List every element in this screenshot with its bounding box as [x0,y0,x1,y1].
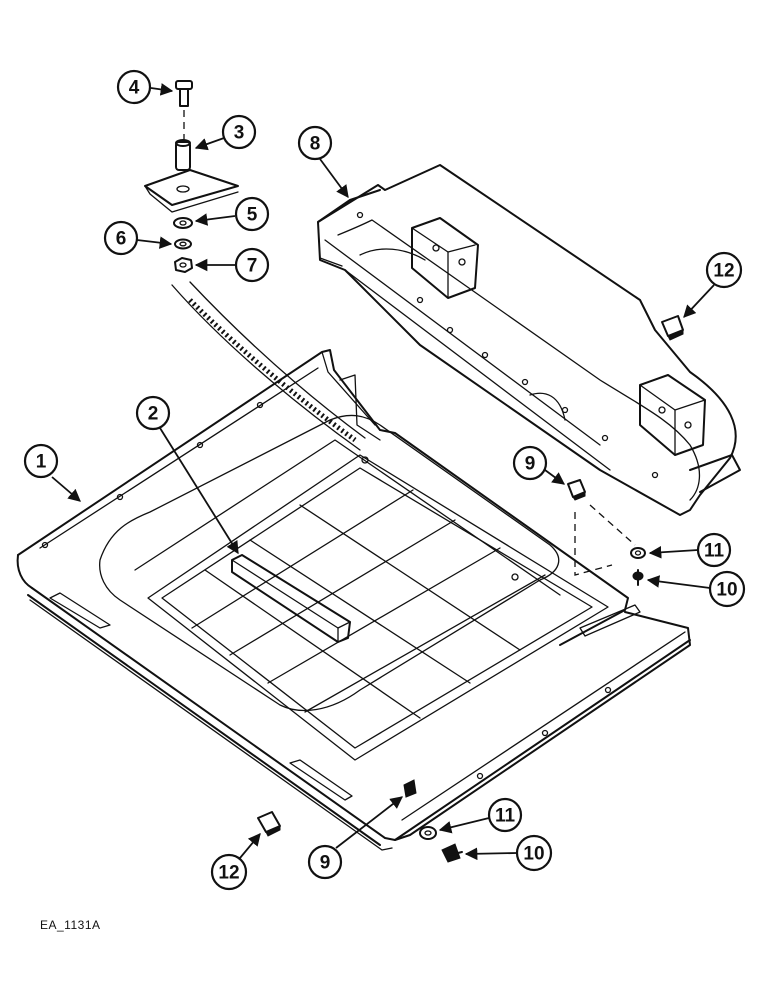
clip-lower [257,811,281,837]
hex-nut [174,257,193,273]
headliner-panel [317,164,741,516]
callout-4: 4 [116,69,174,105]
alignment-line [574,512,613,576]
callout-3: 3 [194,114,257,151]
reinforcing-bar [231,554,351,643]
callout-9-lower: 9 [307,796,403,880]
svg-text:12: 12 [218,863,239,884]
washer-right [630,547,646,559]
callout-1: 1 [23,443,81,502]
svg-text:8: 8 [310,134,321,155]
svg-text:9: 9 [525,454,536,475]
svg-text:10: 10 [716,580,737,601]
svg-text:11: 11 [704,541,725,562]
flat-washer [173,217,193,229]
svg-text:7: 7 [247,256,258,277]
bolt [175,80,193,107]
screw-right [632,569,644,586]
screw-lower [441,843,463,863]
svg-text:4: 4 [129,78,140,99]
clip-upper [661,315,684,341]
svg-text:11: 11 [495,806,516,827]
callout-9-upper: 9 [512,445,566,485]
lock-washer [174,238,192,250]
callout-11-lower: 11 [438,797,523,834]
callout-12-upper: 12 [683,251,743,318]
callout-5: 5 [194,196,270,232]
svg-text:2: 2 [148,404,159,425]
sealing-strip [171,281,366,451]
svg-text:6: 6 [116,229,127,250]
callout-11-right: 11 [648,532,732,568]
alignment-line [589,504,636,546]
svg-text:5: 5 [247,205,258,226]
svg-text:1: 1 [36,452,47,473]
callout-6: 6 [103,220,173,256]
washer-lower [419,826,437,840]
svg-text:9: 9 [320,853,331,874]
callout-12-lower: 12 [210,833,261,891]
roof-panel [16,349,691,851]
callout-8: 8 [297,125,349,199]
svg-text:10: 10 [523,844,544,865]
callout-10-lower: 10 [464,834,553,872]
callout-2: 2 [135,395,239,555]
mounting-bracket [144,139,239,213]
svg-text:12: 12 [713,261,734,282]
svg-text:3: 3 [234,123,245,144]
cage-nut-upper [567,479,586,501]
figure-reference: EA_1131A [40,918,101,932]
callout-10-right: 10 [646,570,746,608]
callout-7: 7 [194,247,270,283]
